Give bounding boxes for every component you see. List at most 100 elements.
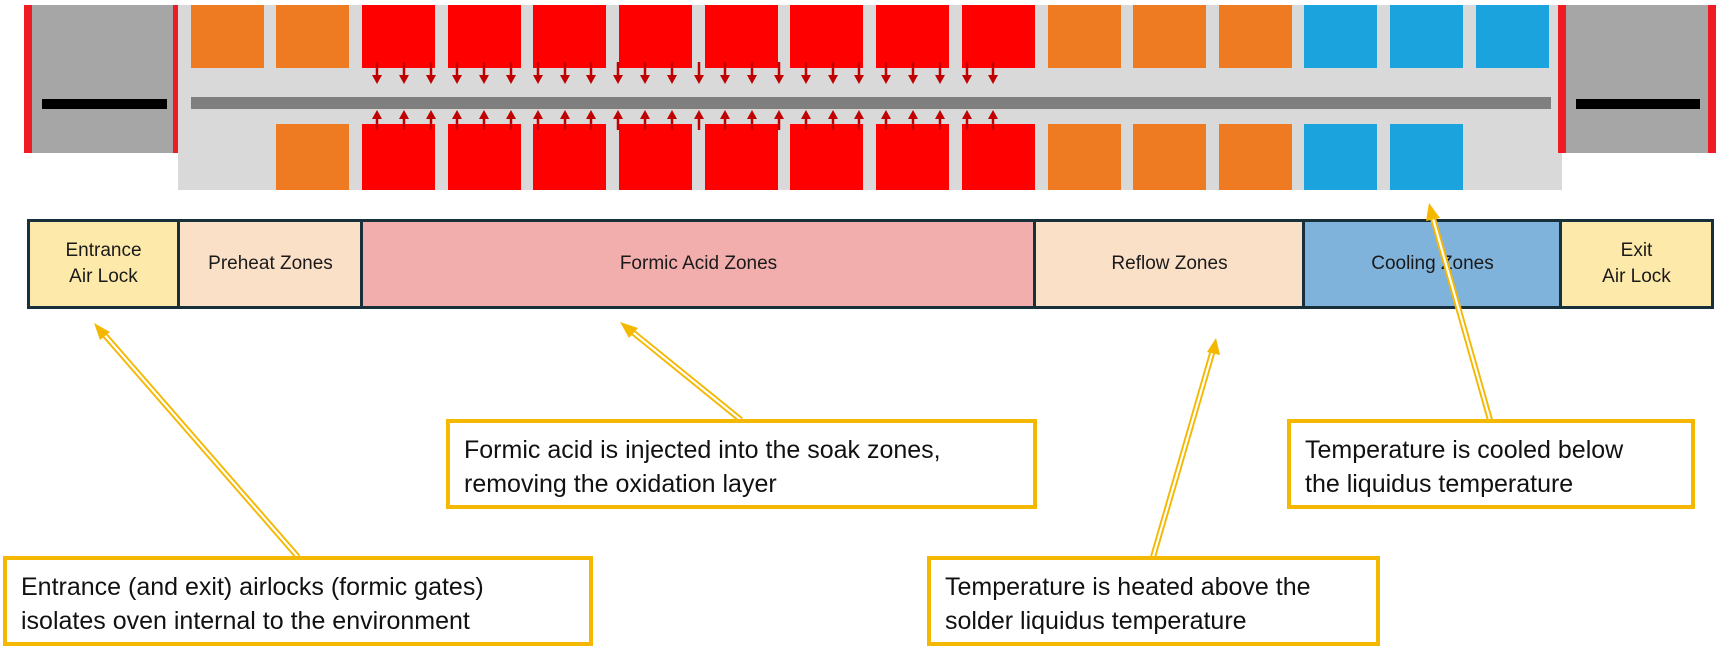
exit-inner-gate xyxy=(1558,5,1566,153)
bottom-formic-acid-block xyxy=(533,124,606,190)
bottom-formic-acid-block xyxy=(362,124,435,190)
top-heater-block xyxy=(1219,5,1292,68)
conveyor-belt xyxy=(191,97,1551,109)
injection-arrow-up-head xyxy=(828,110,838,119)
injection-arrow-down-head xyxy=(854,75,864,84)
zone-reflow: Reflow Zones xyxy=(1035,220,1304,308)
reflow-oven-cross-section xyxy=(24,5,1716,190)
arrow-to-reflow-zone xyxy=(1150,338,1220,558)
injection-arrow-up-head xyxy=(908,110,918,119)
top-formic-acid-block xyxy=(448,5,521,68)
zone-divider xyxy=(1559,219,1562,309)
top-cooling-block xyxy=(1476,5,1549,68)
bottom-heater-block xyxy=(1048,124,1121,190)
injection-arrow-up-head xyxy=(452,110,462,119)
zone-label-entrance: Entrance Air Lock xyxy=(65,240,142,287)
injection-arrow-up-head xyxy=(988,110,998,119)
top-cooling-block xyxy=(1304,5,1377,68)
top-formic-acid-block xyxy=(362,5,435,68)
injection-arrow-up-head xyxy=(881,110,891,119)
injection-arrow-down-head xyxy=(694,75,704,84)
zone-label-formic: Formic Acid Zones xyxy=(619,253,778,274)
injection-arrow-down-head xyxy=(506,75,516,84)
entrance-airlock-belt xyxy=(42,99,167,109)
injection-arrow-up-head xyxy=(372,110,382,119)
callout-reflow: Temperature is heated above the solder l… xyxy=(927,556,1380,646)
injection-arrow-up-head xyxy=(720,110,730,119)
top-formic-acid-block xyxy=(790,5,863,68)
entrance-inner-gate xyxy=(173,5,182,153)
bottom-formic-acid-block xyxy=(619,124,692,190)
bottom-formic-acid-block xyxy=(962,124,1035,190)
callout-cooling: Temperature is cooled below the liquidus… xyxy=(1287,419,1695,509)
injection-arrow-down-head xyxy=(747,75,757,84)
injection-arrow-down-head xyxy=(962,75,972,84)
bottom-heater-block xyxy=(1133,124,1206,190)
zone-label-reflow: Reflow Zones xyxy=(1111,253,1228,274)
injection-arrow-down-head xyxy=(533,75,543,84)
injection-arrow-down-head xyxy=(720,75,730,84)
entrance-airlock-body xyxy=(27,5,175,153)
injection-arrow-down-head xyxy=(586,75,596,84)
injection-arrow-down-head xyxy=(667,75,677,84)
zone-label-preheat: Preheat Zones xyxy=(208,253,333,274)
injection-arrow-up-head xyxy=(801,110,811,119)
exit-airlock-belt xyxy=(1576,99,1700,109)
injection-arrow-down-head xyxy=(613,75,623,84)
exit-outer-gate xyxy=(1708,5,1716,153)
injection-arrow-down-head xyxy=(774,75,784,84)
injection-arrow-down-head xyxy=(426,75,436,84)
injection-arrow-down-head xyxy=(908,75,918,84)
injection-arrow-up-head xyxy=(854,110,864,119)
injection-arrow-up-head xyxy=(426,110,436,119)
top-heater-block xyxy=(1048,5,1121,68)
bottom-heater-block xyxy=(276,124,349,190)
injection-arrow-down-head xyxy=(399,75,409,84)
entrance-outer-gate xyxy=(24,5,32,153)
top-formic-acid-block xyxy=(705,5,778,68)
injection-arrow-down-head xyxy=(640,75,650,84)
top-heater-block xyxy=(276,5,349,68)
top-formic-acid-block xyxy=(533,5,606,68)
injection-arrow-up-head xyxy=(399,110,409,119)
injection-arrow-down-head xyxy=(828,75,838,84)
zone-divider xyxy=(1033,219,1036,309)
injection-arrow-up-head xyxy=(747,110,757,119)
injection-arrow-up-head xyxy=(667,110,677,119)
zone-divider xyxy=(1302,219,1305,309)
injection-arrow-up-head xyxy=(962,110,972,119)
arrow-to-formic-zone xyxy=(620,322,743,423)
zone-divider xyxy=(177,219,180,309)
bottom-cooling-block xyxy=(1304,124,1377,190)
injection-arrow-up-head xyxy=(506,110,516,119)
callout-formic-acid: Formic acid is injected into the soak zo… xyxy=(446,419,1037,509)
bottom-formic-acid-block xyxy=(790,124,863,190)
top-formic-acid-block xyxy=(962,5,1035,68)
bottom-formic-acid-block xyxy=(876,124,949,190)
injection-arrow-down-head xyxy=(935,75,945,84)
bottom-heater-block xyxy=(1219,124,1292,190)
heater-blocks xyxy=(191,5,1549,190)
bottom-cooling-block xyxy=(1390,124,1463,190)
formic-injection-arrows xyxy=(372,62,998,130)
injection-arrow-up-head xyxy=(560,110,570,119)
injection-arrow-down-head xyxy=(881,75,891,84)
callout-airlock: Entrance (and exit) airlocks (formic gat… xyxy=(3,556,593,646)
injection-arrow-up-head xyxy=(694,110,704,119)
zone-entrance-air-lock: Entrance Air Lock xyxy=(28,220,179,308)
bottom-formic-acid-block xyxy=(705,124,778,190)
arrow-to-entrance-airlock xyxy=(94,323,301,559)
injection-arrow-up-head xyxy=(533,110,543,119)
injection-arrow-up-head xyxy=(479,110,489,119)
injection-arrow-up-head xyxy=(613,110,623,119)
injection-arrow-down-head xyxy=(560,75,570,84)
top-heater-block xyxy=(191,5,264,68)
top-formic-acid-block xyxy=(876,5,949,68)
zone-label-cooling: Cooling Zones xyxy=(1371,253,1494,274)
injection-arrow-down-head xyxy=(479,75,489,84)
top-heater-block xyxy=(1133,5,1206,68)
zone-preheat: Preheat Zones xyxy=(179,220,362,308)
zone-divider xyxy=(360,219,363,309)
injection-arrow-down-head xyxy=(452,75,462,84)
injection-arrow-down-head xyxy=(988,75,998,84)
